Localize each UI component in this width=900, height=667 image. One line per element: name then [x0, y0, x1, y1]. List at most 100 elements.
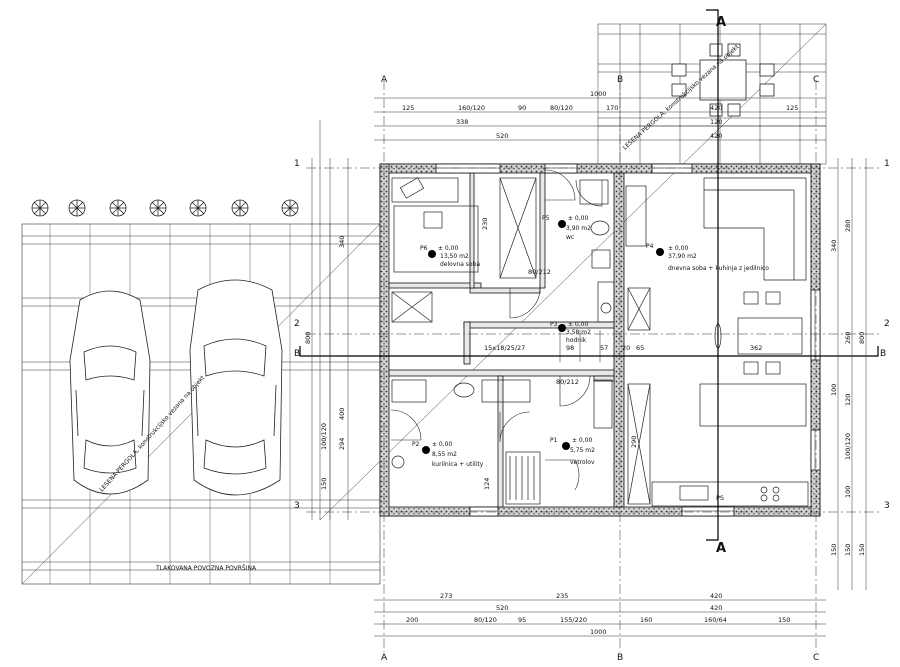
- grid-label-c-top: C: [813, 75, 819, 85]
- shrub-icon: [281, 199, 299, 217]
- room-marker: [558, 324, 566, 332]
- dim-inner: 230: [481, 218, 489, 230]
- bottom-dimensions: 273 235 420 520 420 200 80/120 95 155/22…: [406, 592, 790, 636]
- dim-left: 340: [338, 236, 346, 248]
- dim-right: 100: [844, 486, 852, 498]
- dim-top: 160/120: [458, 104, 485, 112]
- living-furniture: [625, 177, 809, 507]
- room-name: delovna soba: [440, 261, 480, 268]
- room-name: vetrolov: [570, 459, 595, 466]
- grid-lines: [306, 80, 880, 652]
- dim-right: 340: [830, 240, 838, 252]
- section-mark-a-bottom: A: [716, 541, 726, 556]
- room-p4: P4 ± 0,00 37,90 m2 dnevna soba + kuhinja…: [646, 243, 769, 272]
- dim-right: 100: [830, 384, 838, 396]
- door-label: 80/212: [556, 378, 579, 386]
- grid-label-a-top: A: [381, 75, 388, 85]
- left-dimensions: 340 800 400 100/120 294 150: [304, 236, 346, 490]
- dim-left: 800: [304, 332, 312, 344]
- car-icon: [189, 279, 283, 496]
- dim-right: 150: [844, 544, 852, 556]
- room-name: wc: [566, 234, 574, 241]
- room-marker: [558, 220, 566, 228]
- grid-label-c-bottom: C: [813, 653, 819, 663]
- room-area: 13,50 m2: [440, 253, 469, 260]
- grid-label-1-left: 1: [294, 159, 300, 169]
- dim-inner: 65: [636, 344, 644, 352]
- room-code: P4: [646, 243, 654, 250]
- room-name: kurilnica + utility: [432, 461, 484, 468]
- level-mark: ± 0,00: [438, 245, 458, 252]
- dim-left: 294: [338, 438, 346, 450]
- dim-top: 170: [606, 104, 618, 112]
- dim-inner: 290: [630, 436, 638, 448]
- grid-label-3-left: 3: [294, 501, 300, 511]
- room-area: 5,75 m2: [570, 447, 595, 454]
- dim-top: 125: [402, 104, 414, 112]
- dimension-lines: [311, 97, 867, 637]
- dim-top: 420: [710, 104, 722, 112]
- room-marker: [562, 442, 570, 450]
- dim-bottom: 200: [406, 616, 418, 624]
- grid-label-2-right: 2: [884, 319, 890, 329]
- level-mark: ± 0,00: [568, 215, 588, 222]
- dim-right: 260: [844, 332, 852, 344]
- dim-bottom: 420: [710, 592, 722, 600]
- room-p3: P3 ± 0,00 3,58 m2 hodnik: [550, 321, 591, 344]
- dim-inner: 98: [566, 344, 574, 352]
- dim-right: 120: [844, 394, 852, 406]
- shrub-icon: [189, 199, 207, 217]
- grid-label-b-bottom: B: [617, 653, 623, 663]
- dim-top: 80/120: [550, 104, 573, 112]
- dim-inner: 124: [483, 478, 491, 490]
- section-mark-b-right: B: [880, 349, 886, 359]
- dim-bottom: 520: [496, 604, 508, 612]
- dim-bottom: 95: [518, 616, 526, 624]
- grid-label-b-top: B: [617, 75, 623, 85]
- grid-label-a-bottom: A: [381, 653, 388, 663]
- room-code: P5: [542, 215, 550, 222]
- shrub-icon: [31, 199, 49, 217]
- room-p2: P2 ± 0,00 8,55 m2 kurilnica + utility: [412, 441, 484, 468]
- building-walls: [379, 163, 821, 517]
- section-mark-b-left: B: [294, 349, 300, 359]
- room-p1: P1 ± 0,00 5,75 m2 vetrolov: [550, 437, 595, 466]
- door-label: 80/212: [528, 268, 551, 276]
- ps-label: PS: [716, 494, 724, 502]
- office-furniture: [391, 177, 537, 323]
- terrace-table: [671, 43, 775, 117]
- shrub-icon: [231, 199, 249, 217]
- dim-total-top: 1000: [590, 90, 607, 98]
- room-area: 3,90 m2: [566, 225, 591, 232]
- top-dimensions: 1000 125 160/120 90 80/120 170 420 125 3…: [402, 90, 798, 140]
- dim-total-bottom: 1000: [590, 628, 607, 636]
- window-marks: [436, 167, 816, 512]
- room-area: 8,55 m2: [432, 451, 457, 458]
- dim-inner: 362: [750, 344, 762, 352]
- dim-right: 280: [844, 220, 852, 232]
- wc-fixtures: [579, 179, 615, 323]
- dim-bottom: 273: [440, 592, 452, 600]
- dim-top: 120: [710, 118, 722, 126]
- level-mark: ± 0,00: [572, 437, 592, 444]
- room-p6: P6 ± 0,00 13,50 m2 delovna soba: [420, 245, 480, 268]
- level-mark: ± 0,00: [568, 321, 588, 328]
- room-area: 3,58 m2: [566, 329, 591, 336]
- dim-inner: 57: [600, 344, 608, 352]
- dim-top: 520: [496, 132, 508, 140]
- room-name: dnevna soba + kuhinja z jedilnico: [668, 265, 769, 272]
- room-area: 37,90 m2: [668, 253, 697, 260]
- dim-bottom: 80/120: [474, 616, 497, 624]
- shrub-icon: [109, 199, 127, 217]
- dim-left: 100/120: [320, 423, 328, 450]
- dim-bottom: 155/220: [560, 616, 587, 624]
- dim-top: 125: [786, 104, 798, 112]
- paving-label: TLAKOVANA POVOZNA POVRŠINA: [155, 565, 257, 572]
- car-icon: [69, 290, 151, 495]
- room-code: P2: [412, 441, 420, 448]
- grid-label-1-right: 1: [884, 159, 890, 169]
- room-p5: P5 ± 0,00 3,90 m2 wc: [542, 215, 591, 241]
- section-mark-a-top: A: [716, 15, 726, 30]
- level-mark: ± 0,00: [432, 441, 452, 448]
